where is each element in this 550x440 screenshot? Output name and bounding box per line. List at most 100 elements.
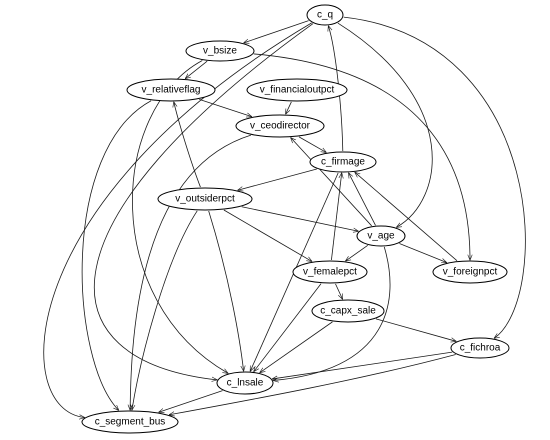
edge-v_financialoutpct-to-v_ceodirector — [286, 101, 292, 114]
edge-v_outsiderpct-to-c_lnsale — [208, 210, 244, 371]
edge-arrow — [253, 53, 470, 260]
edge-arrow — [260, 321, 333, 373]
edge-arrow — [241, 206, 359, 232]
node-label: v_femalepct — [303, 267, 357, 278]
node-ellipse — [246, 78, 348, 102]
edges-layer — [43, 16, 526, 418]
edge-arrow — [355, 172, 458, 262]
node-v-ceodirector: v_ceodirector — [235, 114, 325, 138]
node-label: c_q — [317, 10, 333, 21]
edge-v_ceodirector-to-c_segment_bus — [130, 134, 252, 410]
edge-arrow — [223, 209, 312, 261]
edge-v_outsiderpct-to-v_age — [241, 206, 359, 232]
node-v-relativeflag: v_relativeflag — [126, 78, 216, 102]
node-v-age: v_age — [356, 225, 406, 247]
node-v-bsize: v_bsize — [185, 40, 255, 62]
node-c-segment-bus: c_segment_bus — [81, 410, 179, 434]
node-ellipse — [356, 225, 406, 247]
edge-v_bsize-to-v_foreignpct — [253, 53, 470, 260]
node-ellipse — [450, 337, 510, 359]
edge-arrow — [337, 22, 433, 227]
node-ellipse — [311, 299, 385, 323]
edge-arrow — [81, 100, 152, 411]
edge-v_age-to-v_femalepct — [346, 245, 369, 261]
node-label: c_capx_sale — [320, 306, 376, 317]
node-v-outsiderpct: v_outsiderpct — [157, 187, 253, 211]
nodes-layer: c_q v_bsize v_relativeflag v_financialoutpc… — [81, 4, 510, 434]
edge-arrow — [272, 351, 453, 379]
edge-arrow — [328, 26, 344, 152]
node-label: v_relativeflag — [142, 85, 201, 96]
edge-arrow — [238, 168, 317, 190]
node-ellipse — [157, 187, 253, 211]
node-c-fichroa: c_fichroa — [450, 337, 510, 359]
node-c-capx-sale: c_capx_sale — [311, 299, 385, 323]
node-ellipse — [292, 260, 368, 284]
node-ellipse — [309, 151, 377, 173]
edge-arrow — [132, 210, 198, 410]
edge-arrow — [343, 16, 526, 338]
edge-c_fichroa-to-c_segment_bus — [169, 354, 456, 414]
node-ellipse — [235, 114, 325, 138]
node-ellipse — [216, 371, 274, 395]
edge-arrow — [399, 243, 446, 262]
node-c-firmage: c_firmage — [309, 151, 377, 173]
edge-v_age-to-c_firmage — [349, 173, 376, 226]
edge-arrow — [244, 20, 309, 43]
edge-v_age-to-v_ceodirector — [291, 138, 372, 227]
node-label: v_foreignpct — [443, 267, 498, 278]
edge-arrow — [335, 283, 342, 299]
node-label: c_firmage — [321, 157, 365, 168]
node-ellipse — [432, 260, 508, 284]
edge-v_outsiderpct-to-v_relativeflag — [174, 102, 201, 188]
edge-v_relativeflag-to-v_ceodirector — [199, 98, 251, 116]
edge-arrow — [291, 138, 372, 227]
edge-c_q-to-v_age — [337, 22, 433, 227]
edge-c_q-to-c_segment_bus — [43, 22, 312, 418]
node-label: v_financialoutpct — [260, 85, 335, 96]
node-c-lnsale: c_lnsale — [216, 371, 274, 395]
edge-v_femalepct-to-c_capx_sale — [335, 283, 342, 299]
edge-arrow — [94, 23, 314, 380]
edge-arrow — [130, 134, 252, 410]
edge-v_femalepct-to-c_firmage — [331, 173, 341, 261]
edge-c_q-to-v_bsize — [244, 20, 309, 43]
edge-arrow — [346, 245, 369, 261]
edge-c_capx_sale-to-c_fichroa — [375, 318, 456, 341]
edge-v_ceodirector-to-c_firmage — [298, 136, 326, 153]
node-label: c_fichroa — [460, 343, 501, 354]
edge-arrow — [273, 246, 391, 381]
edge-v_age-to-v_foreignpct — [399, 243, 446, 262]
edge-c_firmage-to-c_q — [328, 26, 344, 152]
node-label: c_segment_bus — [95, 417, 166, 428]
node-label: v_age — [367, 231, 395, 242]
node-label: v_ceodirector — [250, 121, 311, 132]
node-v-financialoutpct: v_financialoutpct — [246, 78, 348, 102]
edge-v_outsiderpct-to-v_femalepct — [223, 209, 312, 261]
edge-arrow — [298, 136, 326, 153]
edge-arrow — [349, 173, 376, 226]
edge-v_bsize-to-c_lnsale — [132, 60, 228, 373]
edge-v_bsize-to-v_relativeflag — [185, 60, 208, 78]
node-label: v_outsiderpct — [175, 194, 235, 205]
node-ellipse — [126, 78, 216, 102]
edge-arrow — [185, 60, 208, 78]
edge-v_age-to-c_lnsale — [273, 246, 391, 381]
edge-arrow — [159, 390, 223, 413]
edge-c_fichroa-to-c_lnsale — [272, 351, 453, 379]
edge-arrow — [132, 60, 228, 373]
edge-c_firmage-to-v_outsiderpct — [238, 168, 317, 190]
node-v-femalepct: v_femalepct — [292, 260, 368, 284]
edge-c_lnsale-to-c_segment_bus — [159, 390, 223, 413]
node-ellipse — [81, 410, 179, 434]
edge-v_outsiderpct-to-c_segment_bus — [132, 210, 198, 410]
edge-arrow — [286, 101, 292, 114]
node-label: v_bsize — [203, 46, 237, 57]
edge-arrow — [254, 283, 322, 372]
edge-arrow — [43, 22, 312, 418]
node-v-foreignpct: v_foreignpct — [432, 260, 508, 284]
edge-v_femalepct-to-c_lnsale — [254, 283, 322, 372]
edge-v_relativeflag-to-c_segment_bus — [81, 100, 152, 411]
node-label: c_lnsale — [227, 378, 264, 389]
edge-arrow — [174, 102, 201, 188]
